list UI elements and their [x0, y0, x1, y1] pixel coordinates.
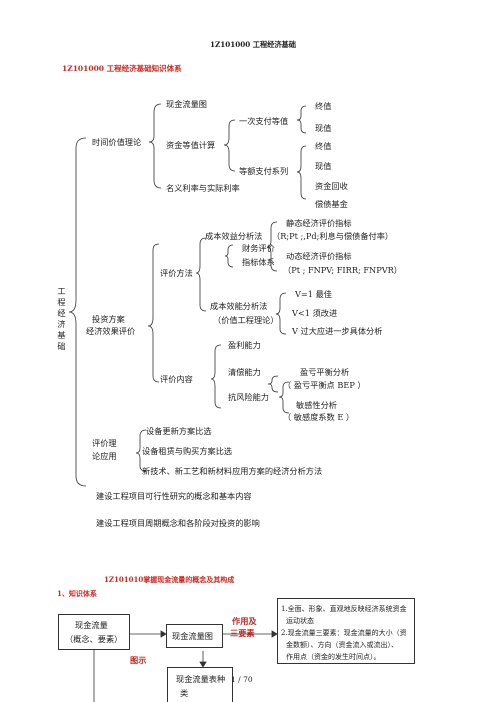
financial-index-2: 指标体系	[242, 257, 275, 267]
sinking-fund: 偿债基金	[315, 199, 348, 209]
table-types-line2: 类	[180, 688, 189, 698]
solvency: 清偿能力	[228, 367, 261, 377]
series-final: 终值	[315, 141, 332, 151]
notes-line-3: 2.现金流量三要素：现金流量的大小（资	[281, 629, 407, 637]
static-index: 静态经济评价指标	[286, 218, 352, 228]
lease-buy-comparison: 设备租赁与购买方案比选	[142, 446, 233, 456]
project-life-cycle: 建设工程项目周期概念和各阶段对投资的影响	[96, 518, 260, 528]
application-label-1: 评价理	[92, 438, 117, 448]
evaluation-methods: 评价方法	[160, 268, 193, 278]
sensitivity-analysis: 敏感性分析	[296, 400, 337, 410]
cost-effect-2: （价值工程理论）	[213, 315, 279, 325]
cash-flow-diagram: 现金流量图	[166, 99, 207, 109]
legend-label: 图示	[130, 655, 147, 665]
section2-title: 1Z101010掌握现金流量的概念及其构成	[104, 575, 235, 584]
static-detail: （R;Pt ;,Pd;利息与偿债备付率）	[272, 231, 394, 241]
value-gt-1: V 过大应进一步具体分析	[292, 326, 383, 336]
cost-benefit-method: 成本效益分析法	[205, 231, 263, 241]
new-tech-analysis: 新技术、新工艺和新材料应用方案的经济分析方法	[142, 466, 323, 476]
diagram-box-label: 现金流量图	[172, 631, 213, 641]
profitability: 盈利能力	[228, 340, 261, 350]
single-payment: 一次支付等值	[239, 116, 289, 126]
notes-line-2: 运动状态	[286, 617, 314, 625]
breakeven-point: （ 盈亏平衡点 BEP ）	[283, 380, 366, 390]
role-label-2: 三要素	[230, 628, 255, 638]
dynamic-detail: （Pt ; FNPV; FIRR; FNPVR）	[283, 265, 402, 275]
cost-effect-1: 成本效能分析法	[210, 301, 268, 311]
tree-root: 工程经济基础	[57, 286, 66, 351]
evaluation-content: 评价内容	[160, 374, 193, 384]
evaluation-label-2: 经济效果评价	[86, 326, 136, 336]
series-present: 现值	[315, 161, 332, 171]
notes-line-1: 1.全面、形象、直观地反映经济系统资金	[281, 605, 407, 613]
uniform-series: 等额支付系列	[239, 166, 289, 176]
value-lt-1: V<1 须改进	[292, 308, 338, 318]
section2-subtitle: 1、知识体系	[57, 589, 97, 598]
diagram-box: 现金流量图	[166, 624, 223, 648]
table-types-box: 现金流量表种 类	[167, 667, 233, 702]
capital-recovery: 资金回收	[315, 181, 348, 191]
breakeven-analysis: 盈亏平衡分析	[300, 367, 350, 377]
table-types-line1: 现金流量表种	[176, 674, 226, 684]
single-final: 终值	[315, 101, 332, 111]
value-eq-1: V=1 最佳	[295, 289, 332, 299]
evaluation-label-1: 投资方案	[92, 314, 125, 324]
notes-line-4: 金数额）、方向（资金流入或流出）、	[286, 641, 398, 649]
notes-line-5: 作用点（资金的发生时间点）。	[286, 653, 381, 661]
section-title: 1Z101000 工程经济基础知识体系	[62, 64, 182, 73]
cash-flow-box-line1: 现金流量	[75, 620, 108, 630]
financial-index-1: 财务评价	[242, 243, 275, 253]
role-label-1: 作用及	[232, 616, 257, 626]
sensitivity-coefficient: （ 敏感度系数 E ）	[283, 412, 355, 422]
single-present: 现值	[315, 123, 332, 133]
risk-resistance: 抗风险能力	[228, 392, 269, 402]
interest-rate: 名义利率与实际利率	[166, 183, 240, 193]
equipment-comparison: 设备更新方案比选	[146, 426, 212, 436]
page-number: 1 / 70	[231, 675, 253, 684]
tvm-label: 时间价值理论	[92, 137, 142, 147]
dynamic-index: 动态经济评价指标	[286, 251, 352, 261]
application-label-2: 论应用	[92, 451, 117, 461]
page-header-title: 1Z101000 工程经济基础	[210, 40, 296, 49]
cash-flow-box: 现金流量 （概念、要素）	[58, 614, 130, 650]
feasibility-study: 建设工程项目可行性研究的概念和基本内容	[96, 491, 252, 501]
notes-box: 1.全面、形象、直观地反映经济系统资金 运动状态 2.现金流量三要素：现金流量的…	[277, 598, 415, 664]
equivalent-calc: 资金等值计算	[166, 140, 216, 150]
cash-flow-box-line2: （概念、要素）	[65, 634, 123, 644]
